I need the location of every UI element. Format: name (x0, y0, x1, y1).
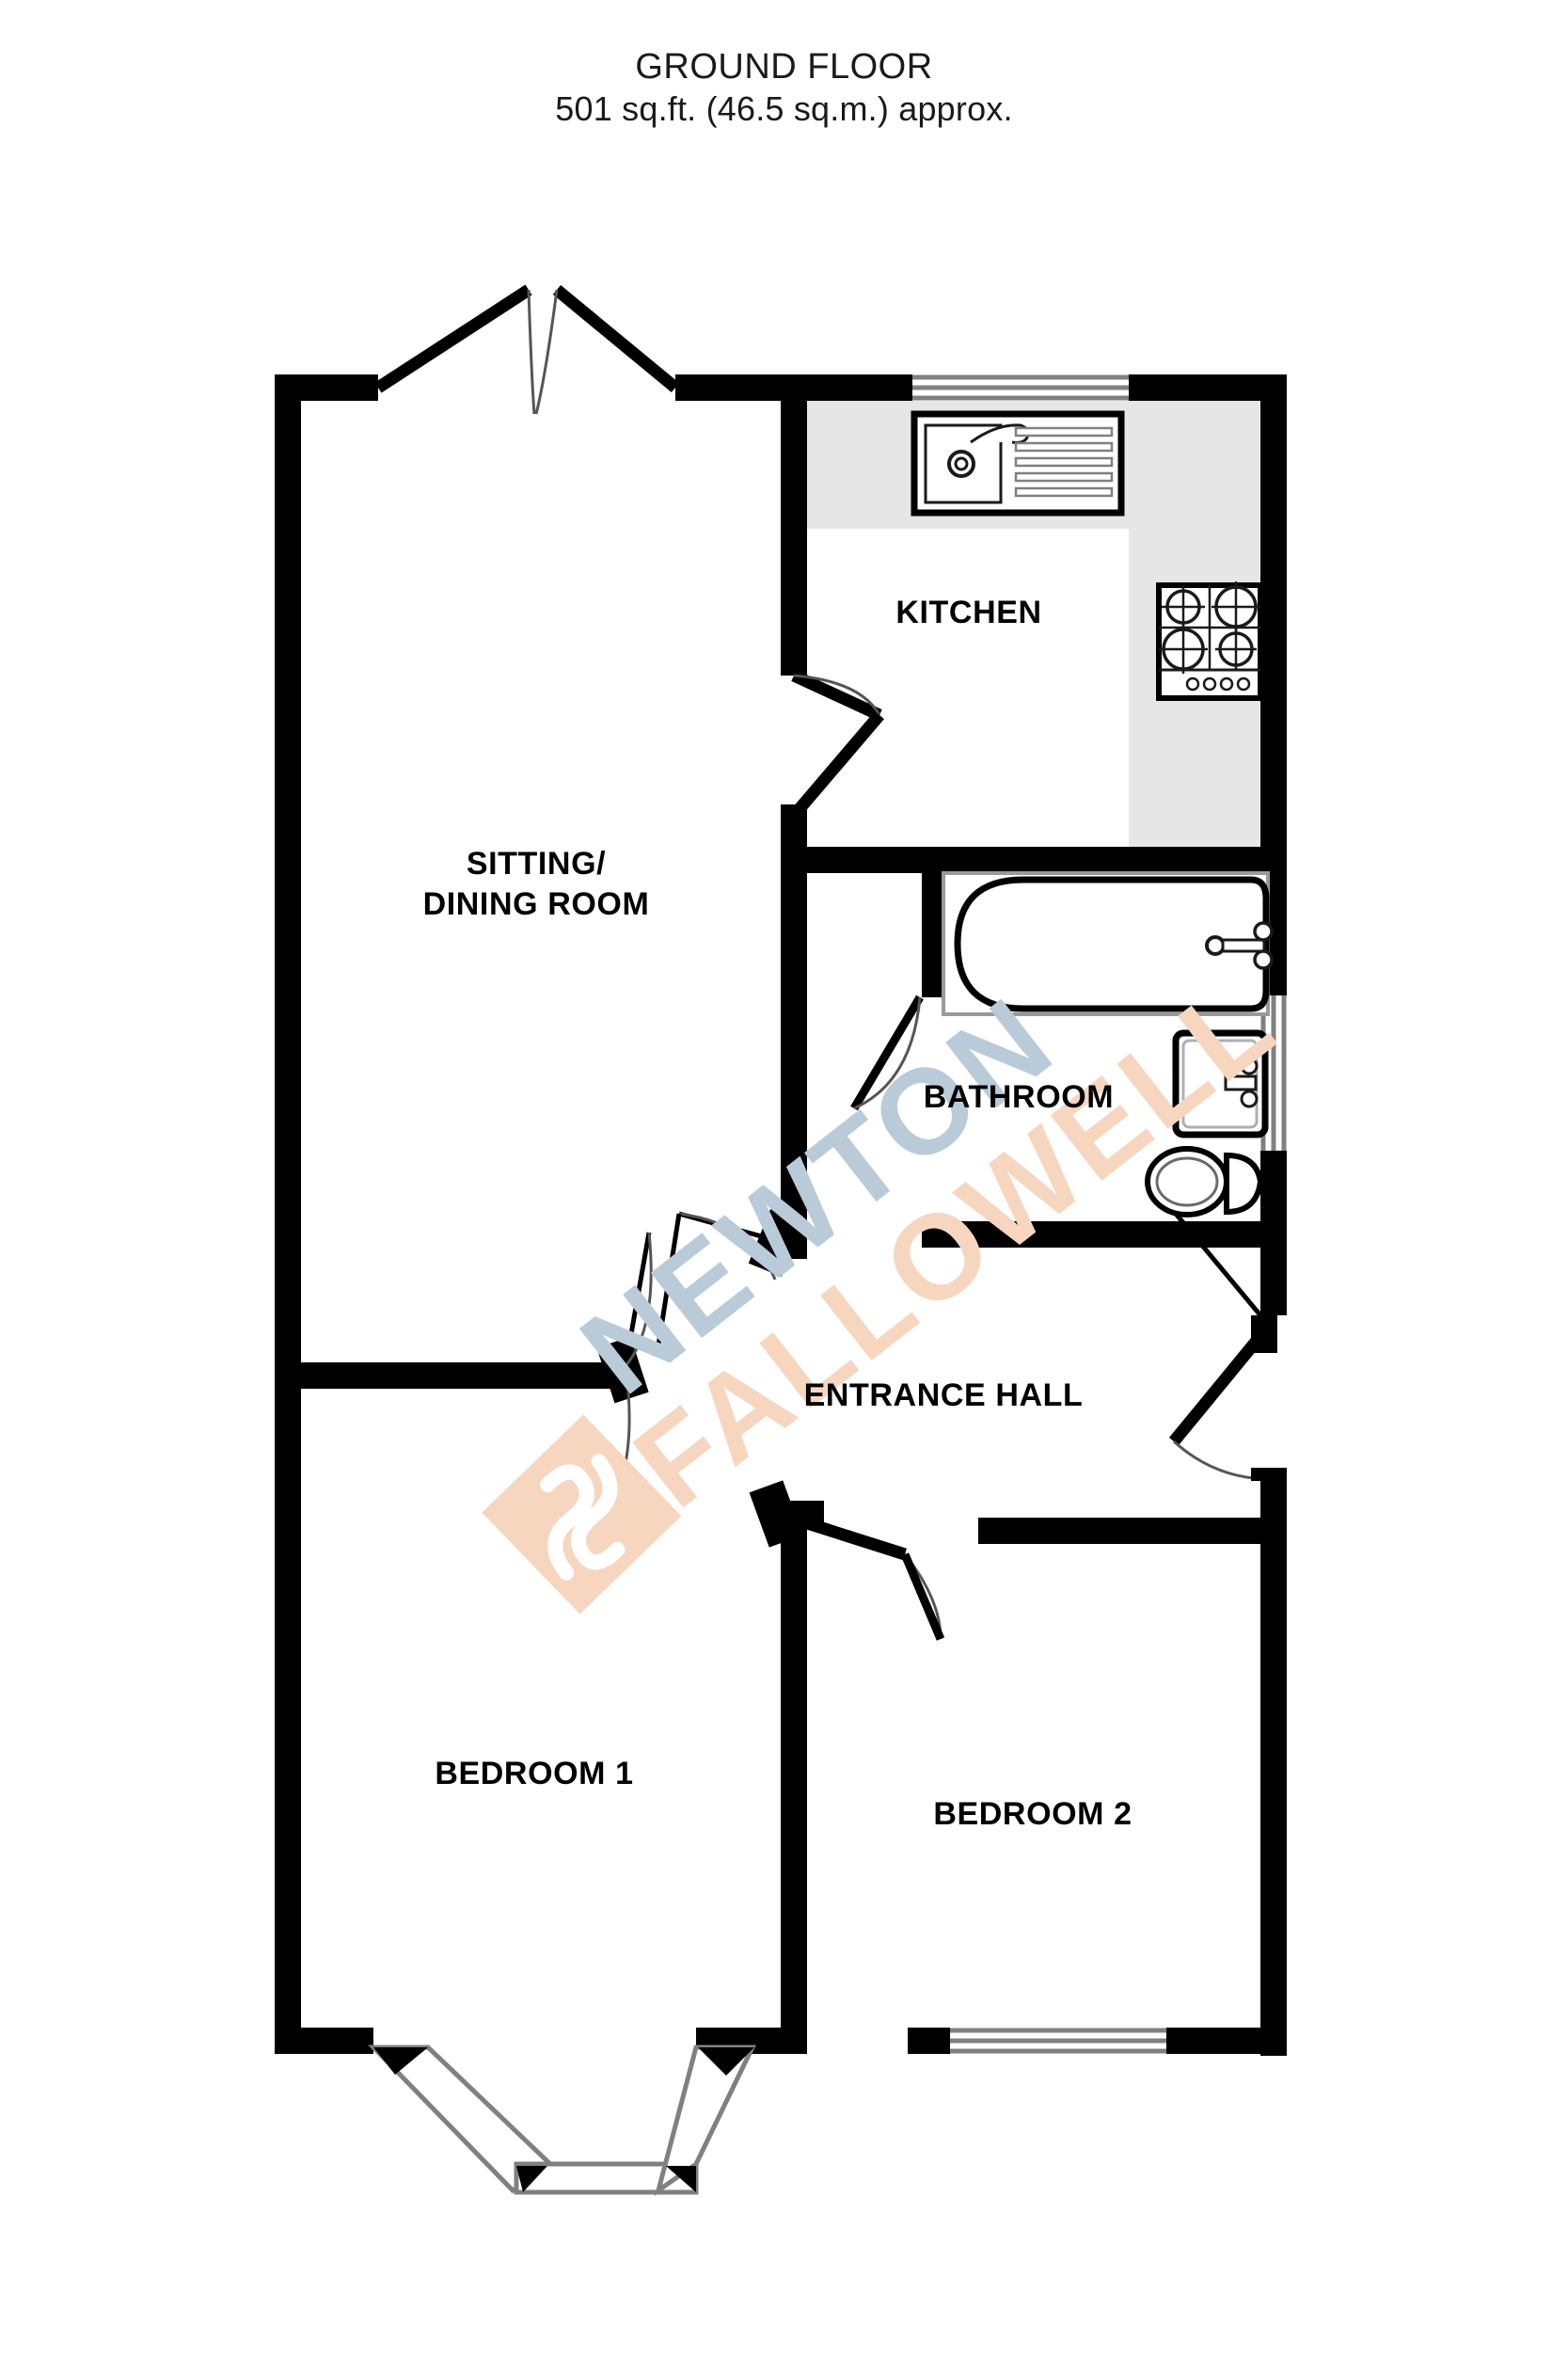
room-label-bathroom: BATHROOM (924, 1079, 1114, 1115)
bedroom1-bay-window (368, 2045, 756, 2196)
patio-double-doors (374, 284, 680, 415)
toilet (1145, 1146, 1264, 1217)
four-burner-hob (1156, 581, 1263, 701)
room-label-sitting-dining-line2: DINING ROOM (423, 886, 650, 922)
room-label-kitchen: KITCHEN (895, 595, 1041, 630)
wash-basin (1172, 1029, 1269, 1138)
kitchen-door (791, 670, 884, 816)
bedroom2-door (779, 1508, 945, 1641)
sitting-room-door (656, 1211, 777, 1346)
bedroom2-window (950, 2028, 1166, 2054)
hall-bathroom-doorway (1174, 1212, 1262, 1317)
bathtub (942, 871, 1274, 1016)
brand-logo-icon (482, 1414, 682, 1615)
room-label-bedroom-2: BEDROOM 2 (933, 1796, 1132, 1832)
doors (374, 284, 1287, 1641)
sink-with-drainer (911, 410, 1125, 517)
room-label-bedroom-1: BEDROOM 1 (435, 1756, 633, 1791)
bathroom-door (850, 995, 924, 1111)
room-label-entrance-hall: ENTRANCE HALL (804, 1377, 1084, 1413)
windows (368, 374, 1287, 2196)
kitchen-window (912, 374, 1129, 401)
front-door (1168, 1331, 1287, 1481)
room-label-sitting-dining-line1: SITTING/ (467, 846, 606, 882)
kitchen-worktop-fill (790, 388, 1260, 851)
